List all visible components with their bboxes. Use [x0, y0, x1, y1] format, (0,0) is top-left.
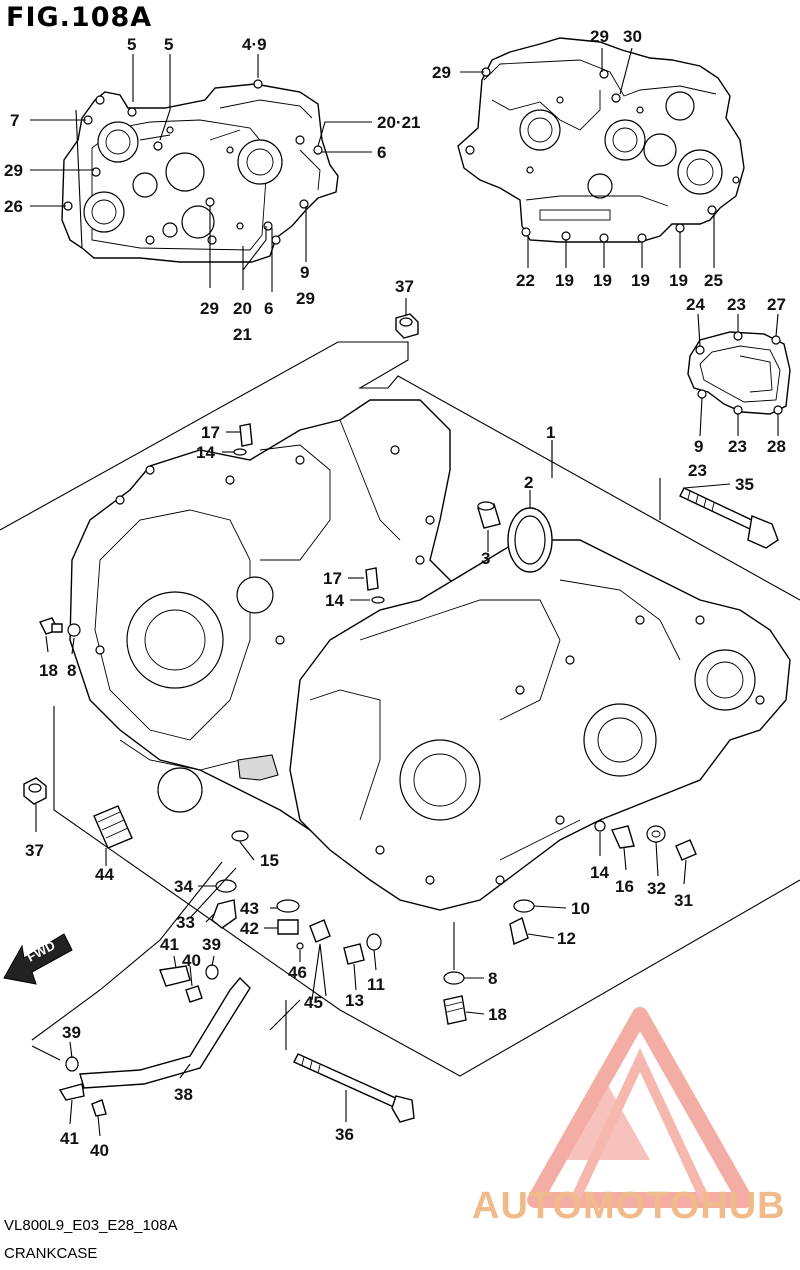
- callout-22: 22: [516, 271, 535, 290]
- callout-23: 23: [727, 295, 746, 314]
- part-17-14-upper-fittings: [233, 423, 385, 604]
- part-44-breather-plug: [93, 805, 133, 849]
- callout-31: 31: [674, 891, 693, 910]
- callout-14: 14: [325, 591, 344, 610]
- main-assembly-frame: [0, 341, 800, 1077]
- callout-29: 29: [590, 27, 609, 46]
- cover-plate-view: [687, 313, 791, 437]
- callout-8: 8: [67, 661, 76, 680]
- callout-7: 7: [10, 111, 19, 130]
- callout-36: 36: [335, 1125, 354, 1144]
- part-35-long-bolt: [679, 487, 779, 549]
- callout-21: 21: [233, 325, 252, 344]
- callout-19: 19: [631, 271, 650, 290]
- part-34-33-43-42-46-45-oil-parts: [211, 879, 331, 950]
- callout-2: 2: [524, 473, 533, 492]
- callout-23: 23: [728, 437, 747, 456]
- callout-45: 45: [304, 993, 323, 1012]
- callout-24: 24: [686, 295, 705, 314]
- part-3-bushing: [477, 501, 501, 529]
- right-case-half-view: [457, 37, 745, 243]
- callout-29: 29: [200, 299, 219, 318]
- callout-12: 12: [557, 929, 576, 948]
- right-case-leaders: [460, 47, 715, 268]
- callout-41: 41: [160, 935, 179, 954]
- callout-17: 17: [323, 569, 342, 588]
- callout-20: 20: [233, 299, 252, 318]
- part-37-dowel-bottom: [23, 777, 47, 805]
- part-8-18-bottom-bolt: [443, 971, 467, 1025]
- callout-37: 37: [25, 841, 44, 860]
- callout-40: 40: [182, 951, 201, 970]
- callout-16: 16: [615, 877, 634, 896]
- callout-9: 9: [300, 263, 309, 282]
- callout-41: 41: [60, 1129, 79, 1148]
- callout-10: 10: [571, 899, 590, 918]
- callout-19: 19: [669, 271, 688, 290]
- part-36-long-bolt: [293, 1053, 415, 1123]
- callout-19: 19: [593, 271, 612, 290]
- callout-39: 39: [202, 935, 221, 954]
- callout-5: 5: [164, 35, 173, 54]
- part-18-8-left-bolt: [39, 617, 81, 637]
- callout-37: 37: [395, 277, 414, 296]
- callout-18: 18: [488, 1005, 507, 1024]
- fwd-arrow-icon: FWD: [3, 933, 73, 985]
- callout-26: 26: [4, 197, 23, 216]
- left-case-leaders: [30, 54, 372, 292]
- callout-46: 46: [288, 963, 307, 982]
- watermark-text: AUTOMOTOHUB: [472, 1185, 786, 1227]
- figure-title: FIG.108A: [6, 2, 153, 33]
- callout-38: 38: [174, 1085, 193, 1104]
- callout-3: 3: [481, 549, 490, 568]
- callout-32: 32: [647, 879, 666, 898]
- callout-33: 33: [176, 913, 195, 932]
- callout-15: 15: [260, 851, 279, 870]
- callout-43: 43: [240, 899, 259, 918]
- callout-4-9: 4·9: [242, 35, 267, 54]
- left-case-half-view: [61, 79, 339, 263]
- callout-27: 27: [767, 295, 786, 314]
- part-37-dowel-top: [395, 313, 419, 339]
- callout-1: 1: [546, 423, 555, 442]
- callout-8: 8: [488, 969, 497, 988]
- part-38-oil-pipe: [58, 964, 251, 1117]
- callout-17: 17: [201, 423, 220, 442]
- callout-labels: 5 5 4·9 7 29 26 20·21 6 9 29 29 20 21 6 …: [4, 27, 786, 1160]
- callout-40: 40: [90, 1141, 109, 1160]
- callout-9: 9: [694, 437, 703, 456]
- callout-6: 6: [264, 299, 273, 318]
- callout-39: 39: [62, 1023, 81, 1042]
- callout-23: 23: [688, 461, 707, 480]
- part-2-bearing-ring: [507, 507, 553, 573]
- figure-name: CRANKCASE: [4, 1245, 98, 1262]
- callout-29: 29: [432, 63, 451, 82]
- callout-11: 11: [367, 975, 385, 994]
- callout-29: 29: [4, 161, 23, 180]
- callout-13: 13: [345, 991, 364, 1010]
- callout-42: 42: [240, 919, 259, 938]
- callout-6: 6: [377, 143, 386, 162]
- callout-28: 28: [767, 437, 786, 456]
- watermark-logo: AUTOMOTOHUB: [472, 1007, 786, 1227]
- part-32-31-washer-bolt: [646, 825, 697, 861]
- callout-5: 5: [127, 35, 136, 54]
- main-leaders: [31, 298, 731, 1137]
- callout-18: 18: [39, 661, 58, 680]
- callout-44: 44: [95, 865, 114, 884]
- callout-19: 19: [555, 271, 574, 290]
- part-15-16-pins: [231, 820, 635, 849]
- callout-20-21: 20·21: [377, 113, 420, 132]
- callout-29: 29: [296, 289, 315, 308]
- callout-35: 35: [735, 475, 754, 494]
- part-10-12-washer-bolt: [509, 899, 535, 945]
- callout-14: 14: [590, 863, 609, 882]
- callout-34: 34: [174, 877, 193, 896]
- callout-30: 30: [623, 27, 642, 46]
- callout-14: 14: [196, 443, 215, 462]
- crankcase-assembly: [69, 399, 791, 911]
- callout-25: 25: [704, 271, 723, 290]
- figure-code: VL800L9_E03_E28_108A: [4, 1217, 178, 1234]
